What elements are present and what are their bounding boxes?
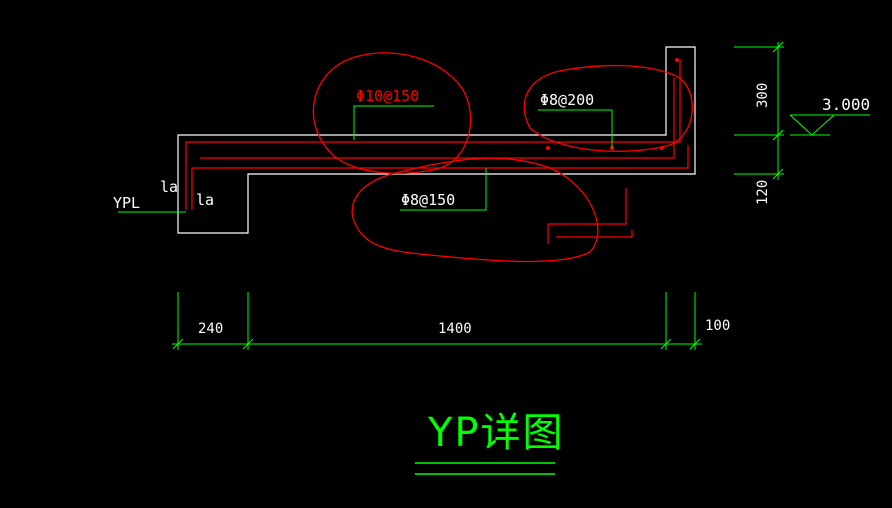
dim-1400: 1400 [438, 321, 472, 337]
dim-240: 240 [198, 321, 223, 337]
cloud-top-right [523, 64, 693, 152]
elevation-value: 3.000 [822, 95, 870, 114]
distribution-hook-2 [556, 230, 633, 238]
tick [242, 338, 254, 350]
leader-top-main [353, 105, 434, 140]
title-underline [415, 462, 555, 475]
rebar-label-top-right: Φ8@200 [540, 91, 594, 109]
annotation-clouds [312, 52, 693, 263]
rebar-dot [675, 58, 679, 62]
distribution-hook [547, 188, 627, 244]
middle-rebar [200, 78, 675, 159]
leaders [118, 105, 613, 213]
rebar-label-bottom: Φ8@150 [401, 191, 455, 209]
elevation-marker [789, 114, 870, 136]
leader-top-right [538, 109, 613, 148]
rebar-label-top-main: Φ10@150 [356, 87, 419, 105]
tick [172, 338, 184, 350]
rebar-dot [546, 146, 550, 150]
dim-300: 300 [755, 83, 771, 108]
dim-120: 120 [755, 180, 771, 205]
cloud-bottom [351, 157, 599, 263]
tick [772, 168, 784, 180]
tick [772, 129, 784, 141]
dimensions [172, 41, 870, 350]
tick [660, 338, 672, 350]
ypl-label: YPL [113, 194, 140, 212]
dim-100: 100 [705, 318, 730, 334]
drawing-title: YP详图 [427, 410, 565, 456]
cloud-top-left [312, 52, 472, 175]
tick [689, 338, 701, 350]
slab-outline [177, 46, 696, 234]
tick [772, 41, 784, 53]
la-label-left: la [160, 178, 178, 196]
top-main-rebar [185, 60, 681, 210]
la-label-right: la [196, 191, 214, 209]
text-layer: YPL la la Φ10@150 Φ8@200 Φ8@150 3.000 24… [113, 83, 870, 456]
leader-bottom [400, 168, 487, 211]
